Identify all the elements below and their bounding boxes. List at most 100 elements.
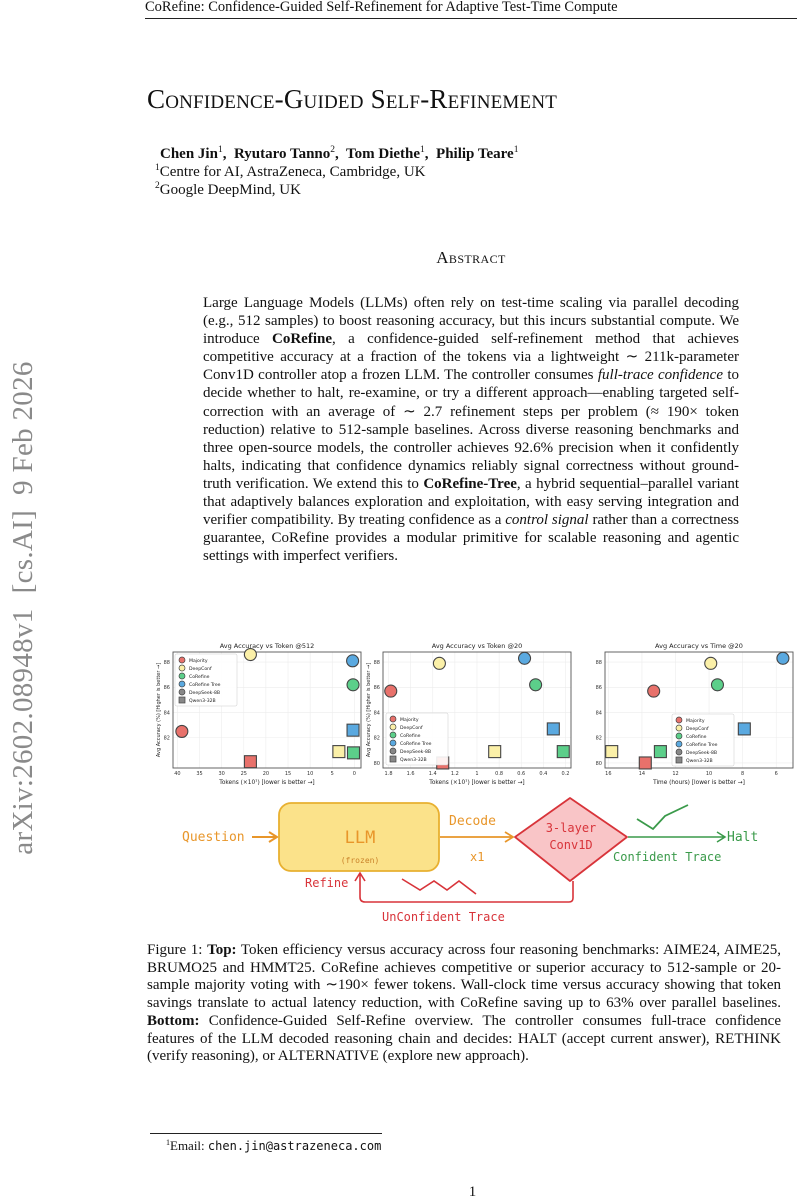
- affiliation: 1Centre for AI, AstraZeneca, Cambridge, …: [155, 163, 426, 181]
- data-point: [546, 722, 560, 736]
- y-tick-label: 86: [164, 685, 170, 691]
- x-tick-label: 0.4: [539, 771, 547, 777]
- y-tick-label: 80: [374, 761, 380, 767]
- y-tick-label: 86: [596, 685, 602, 691]
- x-tick-label: 8: [741, 771, 744, 777]
- x-tick-label: 15: [285, 771, 291, 777]
- legend-entry: CoRefine: [189, 674, 210, 680]
- data-point: [556, 745, 570, 759]
- arrow-icon: [628, 831, 727, 843]
- x-axis-label: Time (hours) [lower is better →]: [652, 780, 745, 786]
- abstract-text: Large Language Models (LLMs) often rely …: [203, 295, 739, 348]
- caption-bold: Top:: [207, 942, 237, 958]
- arrow-icon: [440, 831, 515, 843]
- y-tick-label: 84: [596, 710, 602, 716]
- email-link[interactable]: chen.jin@astrazeneca.com: [207, 1139, 382, 1153]
- y-tick-label: 82: [164, 736, 170, 742]
- legend-entry: DeepSeek-8B: [686, 750, 717, 756]
- abstract-body: Large Language Models (LLMs) often rely …: [203, 294, 739, 565]
- frozen-label: (frozen): [341, 856, 380, 865]
- legend-entry: DeepConf: [189, 666, 212, 672]
- llm-label: LLM: [345, 828, 376, 848]
- controller-label-line2: Conv1D: [549, 838, 592, 852]
- y-axis-label: Avg Accuracy (%) [Higher is better →]: [366, 663, 372, 757]
- data-point: [175, 724, 189, 738]
- data-point: [346, 654, 360, 668]
- abstract-heading: Abstract: [436, 248, 506, 267]
- author-affiliation-mark: 2: [330, 145, 336, 155]
- author-name: Ryutaro Tanno: [233, 146, 331, 162]
- data-point: [647, 684, 661, 698]
- affiliation: 2Google DeepMind, UK: [155, 181, 301, 199]
- legend-entry: DeepSeek-8B: [189, 690, 220, 696]
- caption-text: Confidence-Guided Self-Refine overview. …: [147, 1012, 781, 1065]
- legend-entry: CoRefine Tree: [189, 682, 221, 688]
- y-tick-label: 82: [596, 736, 602, 742]
- y-tick-label: 84: [164, 710, 170, 716]
- x-tick-label: 1.2: [451, 771, 459, 777]
- legend-entry: CoRefine Tree: [686, 742, 718, 748]
- data-point: [776, 651, 790, 665]
- legend-entry: DeepConf: [400, 725, 423, 731]
- x-tick-label: 25: [241, 771, 247, 777]
- confident-trace-label: Confident Trace: [613, 850, 721, 864]
- x-tick-label: 1.8: [385, 771, 393, 777]
- author-name: Chen Jin: [160, 146, 218, 162]
- data-point: [653, 745, 667, 759]
- caption-label: Figure 1:: [147, 942, 208, 958]
- x-tick-label: 40: [174, 771, 180, 777]
- unconfident-trace-label: UnConfident Trace: [382, 910, 505, 924]
- abstract-text: , a hybrid sequential–parallel variant t…: [203, 475, 740, 529]
- affiliation-text: Centre for AI, AstraZeneca, Cambridge, U…: [159, 164, 426, 180]
- y-tick-label: 84: [374, 710, 380, 716]
- data-point: [737, 722, 751, 736]
- x-tick-label: 10: [307, 771, 313, 777]
- decode-label: Decode: [449, 814, 496, 829]
- legend-entry: DeepSeek-8B: [400, 749, 431, 755]
- x-tick-label: 0.8: [495, 771, 503, 777]
- abstract-text: , a confidence-guided self-refinement me…: [203, 331, 739, 384]
- caption-bold: Bottom:: [147, 1012, 200, 1029]
- author-affiliation-mark: 1: [217, 145, 223, 155]
- y-tick-label: 80: [596, 761, 602, 767]
- author-affiliation-mark: 1: [420, 145, 425, 155]
- question-label: Question: [182, 830, 245, 845]
- arxiv-stamp[interactable]: arXiv:2602.08948v1 [cs.AI] 9 Feb 2026: [7, 361, 39, 855]
- footnote: 1Email: chen.jin@astrazeneca.com: [166, 1138, 381, 1154]
- data-point: [518, 651, 532, 665]
- arrow-icon: [252, 831, 279, 843]
- llm-box: [278, 802, 440, 872]
- page-number: 1: [468, 1184, 477, 1200]
- chart-title: Avg Accuracy vs Token @20: [432, 642, 522, 650]
- affiliation-number: 1: [155, 163, 160, 173]
- confident-trace-zigzag-icon: [636, 804, 689, 831]
- x-tick-label: 1.4: [429, 771, 437, 777]
- x-tick-label: 12: [672, 771, 678, 777]
- author-name: Philip Teare: [436, 146, 514, 162]
- legend-entry: DeepConf: [686, 726, 709, 732]
- x-tick-label: 6: [775, 771, 778, 777]
- y-axis-label: Avg Accuracy (%) [Higher is better →]: [156, 663, 162, 757]
- refine-label: Refine: [305, 876, 348, 890]
- emphasis: full-trace confidence: [597, 367, 723, 384]
- method-name: CoRefine-Tree: [423, 475, 517, 492]
- running-head: CoRefine: Confidence-Guided Self-Refinem…: [145, 0, 797, 19]
- pipeline-diagram: Question LLM (frozen) Decode x1 3-layer …: [182, 797, 758, 924]
- data-point: [638, 756, 652, 770]
- footnote-number: 1: [166, 1138, 170, 1147]
- data-point: [710, 678, 725, 692]
- legend-entry: CoRefine: [400, 733, 421, 739]
- controller-diamond: [514, 797, 628, 882]
- chart-title: Avg Accuracy vs Token @512: [220, 642, 315, 650]
- x-tick-label: 5: [331, 771, 334, 777]
- x-tick-label: 30: [218, 771, 224, 777]
- x-tick-label: 0.6: [517, 771, 525, 777]
- x-tick-label: 20: [263, 771, 269, 777]
- data-point: [346, 678, 360, 692]
